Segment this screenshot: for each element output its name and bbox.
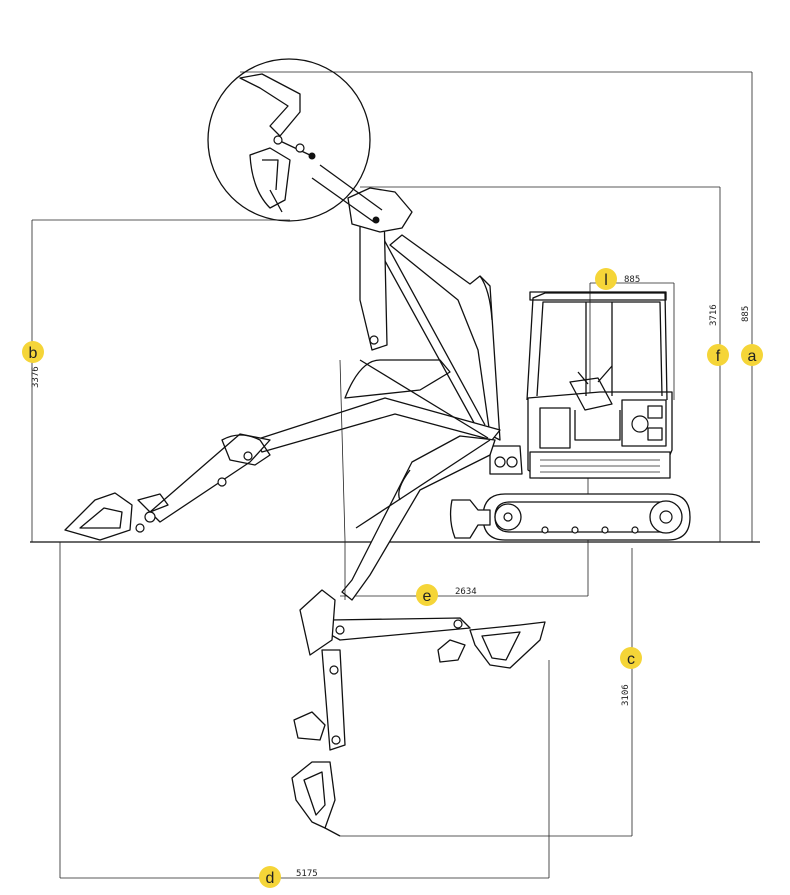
badge-l-label: l [604, 272, 608, 289]
dim-l-value: 885 [624, 275, 640, 285]
dim-d-value: 5175 [296, 869, 318, 879]
badge-e-label: e [423, 588, 432, 605]
badge-b-label: b [29, 345, 38, 362]
dim-f-value: 3716 [709, 304, 719, 326]
badge-a: a [741, 344, 763, 366]
detail-circle [207, 58, 371, 222]
dim-b-value: 3376 [31, 366, 41, 388]
boom-extended [64, 359, 501, 541]
bucket-down [291, 761, 336, 829]
badge-f-label: f [716, 348, 721, 365]
dim-e-value: 2634 [455, 587, 477, 597]
guide-line [339, 359, 346, 600]
badge-d-label: d [266, 870, 275, 887]
excavator-body [449, 291, 691, 541]
badge-f: f [707, 344, 729, 366]
bucket-raised [239, 73, 301, 137]
boom-depth [291, 435, 546, 837]
badge-c: c [620, 647, 642, 669]
badge-l: l [595, 268, 617, 290]
badge-d: d [259, 866, 281, 888]
bucket-horizontal [469, 621, 546, 669]
boom-raised [311, 164, 501, 441]
badge-e: e [416, 584, 438, 606]
badge-b: b [22, 341, 44, 363]
dozer-blade [449, 499, 491, 539]
cab [526, 292, 668, 401]
badge-c-label: c [627, 651, 635, 668]
badge-a-label: a [748, 348, 757, 365]
dim-a-value: 885 [741, 306, 751, 322]
dim-c-value: 3106 [621, 684, 631, 706]
